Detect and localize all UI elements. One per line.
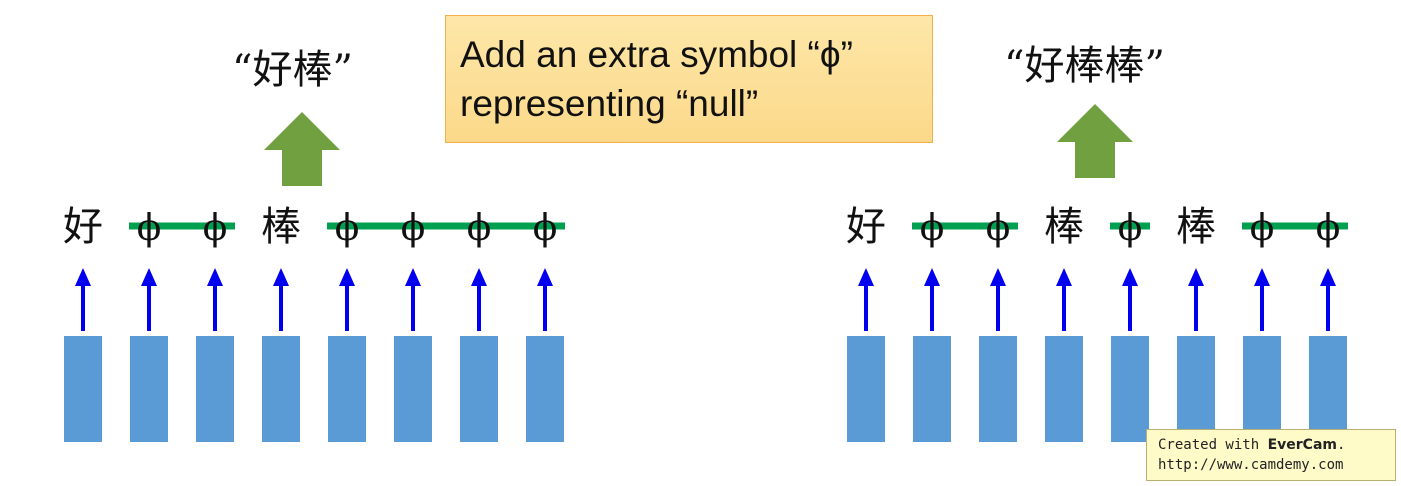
- right-frame-box: [1177, 336, 1215, 442]
- left-frame-box: [394, 336, 432, 442]
- right-token: ϕ: [1316, 208, 1341, 249]
- left-arrow-head-icon: [471, 268, 487, 286]
- right-token: ϕ: [986, 208, 1011, 249]
- null-symbol-callout: Add an extra symbol “ϕ” representing “nu…: [445, 15, 933, 143]
- right-frame-box: [847, 336, 885, 442]
- left-arrow-head-icon: [207, 268, 223, 286]
- right-token: ϕ: [920, 208, 945, 249]
- left-token: ϕ: [137, 208, 162, 249]
- left-arrow-head-icon: [141, 268, 157, 286]
- right-arrow-head-icon: [1122, 268, 1138, 286]
- right-token: 好: [846, 204, 886, 250]
- left-frame-box: [526, 336, 564, 442]
- left-arrow-head-icon: [537, 268, 553, 286]
- left-token: ϕ: [467, 208, 492, 249]
- right-token: ϕ: [1250, 208, 1275, 249]
- left-arrow-head-icon: [405, 268, 421, 286]
- left-token: ϕ: [203, 208, 228, 249]
- left-frame-box: [130, 336, 168, 442]
- right-frame-box: [1243, 336, 1281, 442]
- right-arrow-head-icon: [858, 268, 874, 286]
- right-arrow-head-icon: [924, 268, 940, 286]
- left-token: ϕ: [335, 208, 360, 249]
- left-token: 棒: [261, 204, 301, 250]
- right-frame-box: [979, 336, 1017, 442]
- left-arrow-head-icon: [75, 268, 91, 286]
- left-token: ϕ: [533, 208, 558, 249]
- right-frame-box: [1111, 336, 1149, 442]
- right-token: 棒: [1176, 204, 1216, 250]
- left-frame-box: [460, 336, 498, 442]
- left-token: ϕ: [401, 208, 426, 249]
- right-frame-box: [913, 336, 951, 442]
- right-frame-box: [1045, 336, 1083, 442]
- watermark-suffix: .: [1336, 437, 1346, 453]
- right-arrow-head-icon: [1056, 268, 1072, 286]
- left-arrow-head-icon: [339, 268, 355, 286]
- left-token: 好: [63, 204, 103, 250]
- left-result-text: “好棒”: [232, 47, 353, 93]
- evercam-watermark: Created with EverCam. http://www.camdemy…: [1146, 429, 1396, 481]
- left-up-arrow-icon: [264, 112, 340, 186]
- watermark-brand: EverCam: [1267, 437, 1337, 453]
- left-frame-box: [328, 336, 366, 442]
- left-frame-box: [64, 336, 102, 442]
- right-token: ϕ: [1118, 208, 1143, 249]
- right-up-arrow-icon: [1057, 104, 1133, 178]
- right-arrow-head-icon: [1320, 268, 1336, 286]
- watermark-prefix: Created with: [1158, 437, 1268, 453]
- left-frame-box: [262, 336, 300, 442]
- callout-line-1: Add an extra symbol “ϕ”: [460, 34, 853, 75]
- right-arrow-head-icon: [1188, 268, 1204, 286]
- right-token: 棒: [1044, 204, 1084, 250]
- right-frame-box: [1309, 336, 1347, 442]
- right-result-text: “好棒棒”: [1004, 43, 1165, 89]
- right-arrow-head-icon: [990, 268, 1006, 286]
- left-arrow-head-icon: [273, 268, 289, 286]
- right-arrow-head-icon: [1254, 268, 1270, 286]
- callout-line-2: representing “null”: [460, 83, 759, 124]
- left-frame-box: [196, 336, 234, 442]
- watermark-url: http://www.camdemy.com: [1158, 457, 1344, 473]
